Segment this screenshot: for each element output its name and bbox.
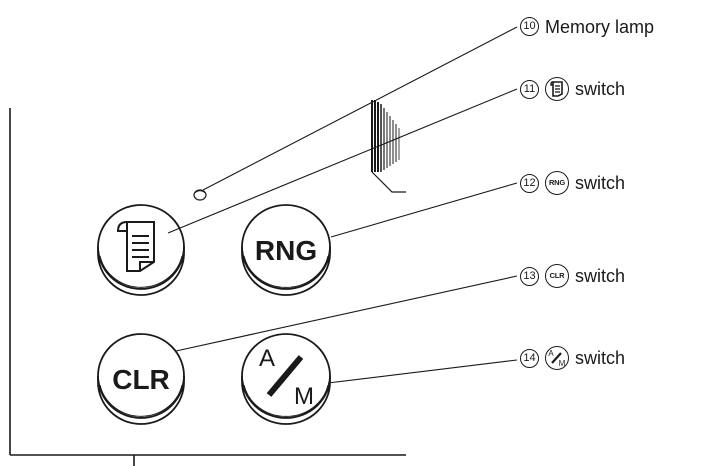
callout-number-12: 12	[520, 173, 539, 193]
callout-rng-switch: 12 RNG switch	[520, 171, 625, 195]
callout-label-clr-switch: switch	[575, 266, 626, 286]
device-body-outline	[9, 108, 406, 466]
rng-switch-mini-icon: RNG	[545, 171, 569, 195]
am-slash	[266, 355, 304, 397]
callout-number-13: 13	[520, 266, 539, 286]
print-receipt-icon	[116, 221, 155, 272]
clr-mini-label: CLR	[549, 271, 565, 281]
clr-button-label: CLR	[112, 364, 170, 395]
clr-switch-mini-icon: CLR	[545, 264, 569, 288]
callout-memory-lamp: 10 Memory lamp	[520, 17, 654, 36]
am-mini-top: A	[548, 349, 554, 358]
am-switch-mini-icon: A M	[545, 346, 569, 370]
callout-label-print-switch: switch	[575, 79, 626, 99]
rng-button[interactable]: RNG	[241, 204, 331, 296]
callout-label-am-switch: switch	[575, 348, 626, 368]
am-button[interactable]: A M	[241, 333, 331, 425]
print-switch-mini-icon	[545, 77, 569, 101]
print-button[interactable]	[97, 204, 185, 296]
callout-print-switch: 11 switch	[520, 77, 625, 101]
clr-button[interactable]: CLR	[97, 333, 185, 425]
callout-clr-switch: 13 CLR switch	[520, 264, 625, 288]
callout-number-11: 11	[520, 79, 539, 99]
print-receipt-icon	[550, 81, 563, 97]
rng-button-label: RNG	[255, 235, 317, 266]
callout-number-14: 14	[520, 348, 539, 368]
am-mini-bottom: M	[559, 359, 566, 368]
rng-mini-label: RNG	[548, 178, 566, 188]
callout-number-10: 10	[520, 17, 539, 36]
slide-knob	[371, 100, 406, 193]
am-mini-graphic: A M	[548, 349, 566, 368]
leader-lines	[167, 26, 518, 384]
callout-label-memory-lamp: Memory lamp	[545, 16, 655, 37]
am-button-bottom-label: M	[294, 383, 314, 410]
callout-am-switch: 14 A M switch	[520, 346, 625, 370]
memory-lamp	[193, 189, 207, 201]
callout-label-rng-switch: switch	[575, 173, 626, 193]
am-button-top-label: A	[259, 345, 275, 372]
